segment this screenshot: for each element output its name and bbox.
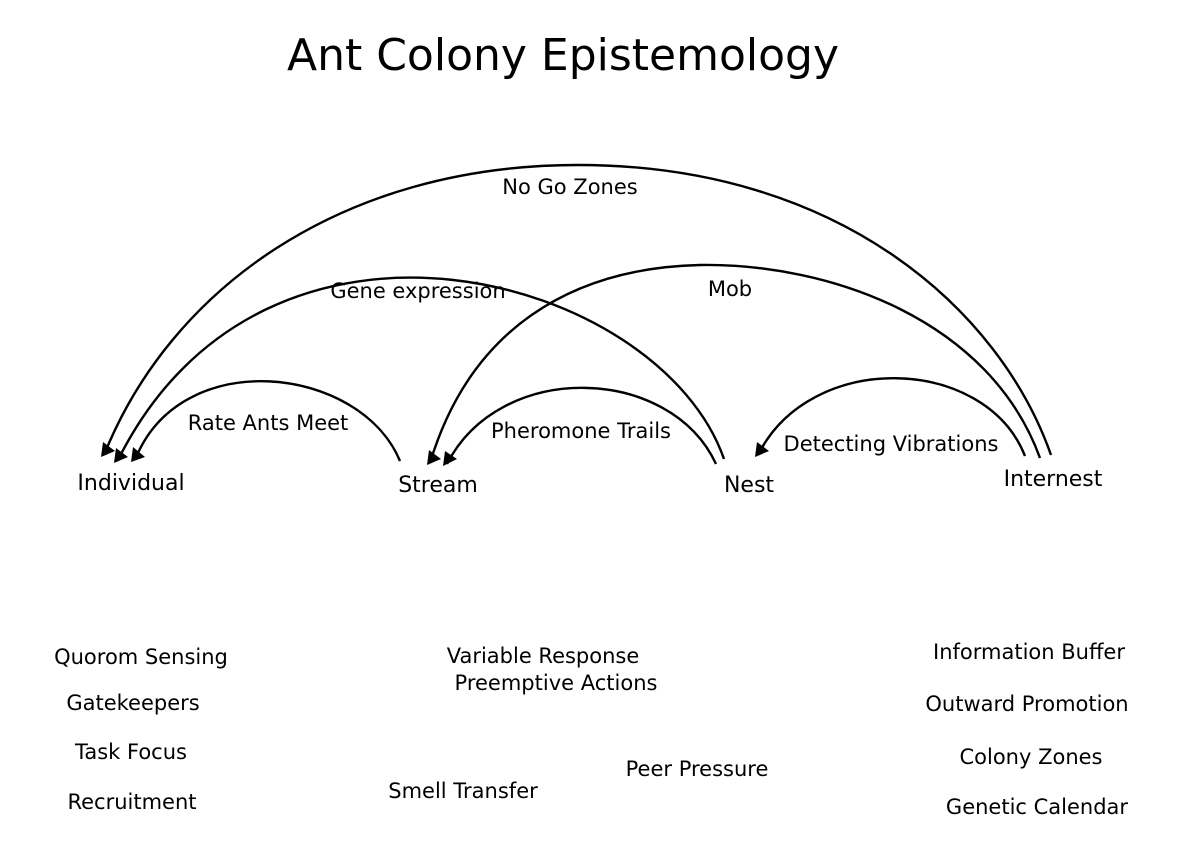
node-individual: Individual xyxy=(77,471,184,496)
node-nest: Nest xyxy=(724,473,774,498)
concepts-internest: Information Buffer Outward Promotion Col… xyxy=(925,640,1128,819)
concept-task-focus: Task Focus xyxy=(74,740,187,764)
node-stream: Stream xyxy=(398,473,478,498)
arrowhead-gene-expression xyxy=(114,448,128,463)
concept-peer-pressure: Peer Pressure xyxy=(626,757,769,781)
edge-labels: Rate Ants Meet Pheromone Trails Detectin… xyxy=(188,175,999,456)
edge-label-mob: Mob xyxy=(708,277,752,301)
concept-variable-response: Variable Response xyxy=(447,644,640,668)
edge-label-pheromone-trails: Pheromone Trails xyxy=(491,419,671,443)
edges xyxy=(102,163,1053,465)
arrowhead-detecting-vibrations xyxy=(755,442,769,457)
edge-arc-rate-ants-meet xyxy=(133,379,402,462)
edge-label-gene-expression: Gene expression xyxy=(330,279,505,303)
concept-preemptive-actions: Preemptive Actions xyxy=(455,671,658,695)
node-internest: Internest xyxy=(1004,467,1103,492)
arrowhead-pheromone-trails xyxy=(443,451,457,466)
concept-colony-zones: Colony Zones xyxy=(959,745,1102,769)
edge-label-rate-ants-meet: Rate Ants Meet xyxy=(188,411,349,435)
edge-label-detecting-vibrations: Detecting Vibrations xyxy=(784,432,999,456)
edge-arc-pheromone-trails xyxy=(445,386,718,465)
edge-label-no-go-zones: No Go Zones xyxy=(502,175,637,199)
arrowhead-no-go-zones xyxy=(101,442,115,457)
concept-genetic-calendar: Genetic Calendar xyxy=(946,795,1129,819)
concept-information-buffer: Information Buffer xyxy=(933,640,1125,664)
concept-smell-transfer: Smell Transfer xyxy=(388,779,538,803)
edge-arc-gene-expression xyxy=(116,276,726,461)
concept-recruitment: Recruitment xyxy=(67,790,196,814)
edge-arc-mob xyxy=(428,263,1042,464)
edge-arc-no-go-zones xyxy=(102,163,1053,456)
arrowheads xyxy=(101,442,769,466)
diagram-title: Ant Colony Epistemology xyxy=(287,30,839,81)
concepts-stream: Variable Response Preemptive Actions Sme… xyxy=(388,644,657,803)
arrowhead-mob xyxy=(427,450,441,465)
concept-quorom-sensing: Quorom Sensing xyxy=(54,645,228,669)
concept-gatekeepers: Gatekeepers xyxy=(66,691,199,715)
concept-outward-promotion: Outward Promotion xyxy=(925,692,1128,716)
concepts-nest: Peer Pressure xyxy=(626,757,769,781)
edge-arc-detecting-vibrations xyxy=(756,377,1027,457)
concepts-individual: Quorom Sensing Gatekeepers Task Focus Re… xyxy=(54,645,228,814)
nodes: Individual Stream Nest Internest xyxy=(77,467,1102,498)
arrowhead-rate-ants-meet xyxy=(131,447,145,462)
